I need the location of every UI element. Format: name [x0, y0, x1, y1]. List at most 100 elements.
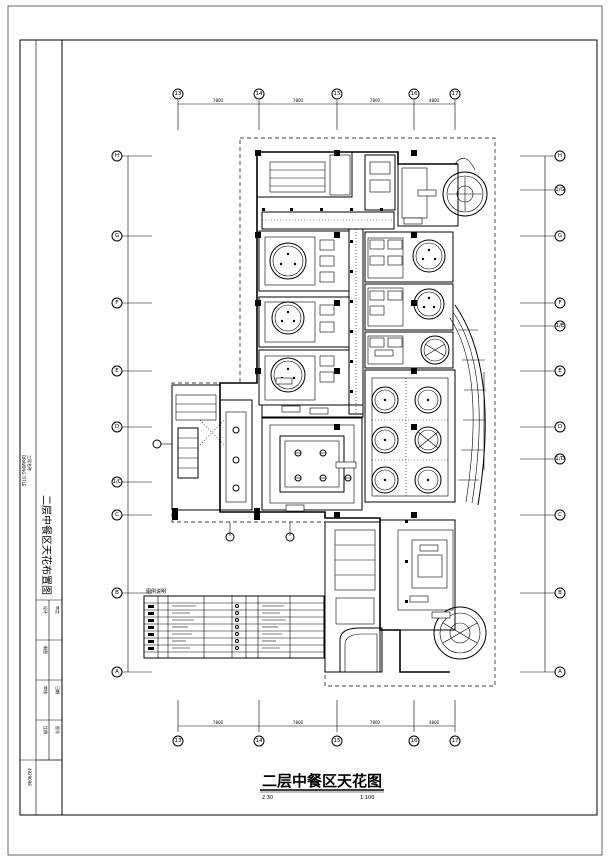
grid-bubble-icon: 14: [253, 88, 265, 100]
svg-text:7800: 7800: [370, 720, 381, 725]
grid-bubble-icon: 15: [331, 735, 343, 747]
svg-text:C: C: [115, 512, 119, 518]
ceiling-light-icon: [371, 386, 399, 414]
grid-bubble-icon: 14: [253, 735, 265, 747]
svg-text:C: C: [558, 512, 562, 518]
svg-text:7800: 7800: [213, 98, 224, 103]
svg-text:14: 14: [256, 738, 263, 744]
private-rooms-left: [258, 230, 350, 413]
left-entrance: [152, 384, 295, 542]
svg-text:13: 13: [175, 91, 182, 97]
main-dining-hall: [364, 369, 456, 503]
svg-text:15: 15: [334, 91, 341, 97]
private-rooms-right: [364, 231, 454, 369]
title-block-company-sub: DRAWING TITLE: [21, 455, 26, 487]
row-grid-bubbles: H G F E D 1/C C B A H 1/G G F 1/E E D 1/…: [111, 150, 566, 678]
grid-bubble-icon: 16: [408, 88, 420, 100]
title-block-scale: 比例: [43, 726, 49, 734]
title-block-date: 日期: [55, 686, 61, 694]
drawing-title-block: 二层中餐区天花图 2.30 1:100: [260, 772, 384, 801]
curved-facade: [449, 304, 486, 506]
central-lobby: [261, 417, 363, 512]
svg-text:G: G: [115, 233, 119, 239]
svg-text:7800: 7800: [293, 720, 304, 725]
stair-shaft: [324, 521, 381, 673]
drawing-title: 二层中餐区天花图: [262, 772, 382, 790]
svg-text:D: D: [558, 424, 562, 430]
legend-table: 图例说明: [143, 588, 325, 659]
title-block-draw: 制图: [43, 646, 49, 654]
svg-text:7800: 7800: [293, 98, 304, 103]
downlight-icon: [232, 426, 240, 434]
legend-header: 图例说明: [146, 588, 166, 595]
title-block-company: 工程名称: [27, 455, 33, 471]
svg-text:15: 15: [334, 738, 341, 744]
svg-text:E: E: [115, 368, 119, 374]
drawing-sheet-no: 2.30: [262, 795, 273, 801]
title-block: 二层中餐区天花布置图 工程名称 DRAWING TITLE 设计 制图 审核 审…: [20, 455, 62, 786]
svg-text:13: 13: [175, 738, 182, 744]
svg-text:17: 17: [452, 91, 459, 97]
title-block-sheet: 图号: [55, 726, 61, 734]
downlight-icon: [232, 456, 240, 464]
svg-text:B: B: [115, 590, 119, 596]
grid-bubble-icon: 17: [449, 735, 461, 747]
svg-text:G: G: [558, 233, 562, 239]
svg-text:17: 17: [452, 738, 459, 744]
svg-text:1/G: 1/G: [555, 187, 565, 193]
svg-text:1/C: 1/C: [112, 479, 121, 485]
top-dimension-line: 7800 7800 7800 4800: [177, 98, 456, 130]
svg-text:1/D: 1/D: [555, 456, 565, 462]
downlight-icon: [319, 474, 327, 482]
grid-bubble-icon: 15: [331, 88, 343, 100]
svg-text:4800: 4800: [429, 720, 440, 725]
downlight-icon: [232, 484, 240, 492]
column-grid-bubbles: 13 14 15 16 17 13 14 15 16 17: [172, 88, 461, 747]
grid-bubble-icon: 17: [449, 88, 461, 100]
title-block-check: 审核: [43, 686, 49, 694]
bottom-dimension-line: 7800 7800 7800 4800: [177, 700, 456, 732]
svg-text:F: F: [115, 300, 118, 306]
title-block-drawing-name: 二层中餐区天花布置图: [40, 495, 53, 595]
ceiling-light-icon: [420, 335, 450, 365]
downlight-icon: [294, 474, 302, 482]
ceiling-light-icon: [371, 426, 399, 454]
downlight-icon: [319, 449, 327, 457]
svg-text:H: H: [558, 153, 562, 159]
sheet-outer-frame: [7, 5, 603, 856]
svg-text:H: H: [115, 153, 119, 159]
top-right-round-room: [397, 157, 488, 227]
svg-text:14: 14: [256, 91, 263, 97]
ceiling-light-icon: [269, 242, 307, 280]
svg-text:A: A: [558, 669, 562, 675]
drawing-scale: 1:100: [360, 795, 374, 801]
svg-text:7800: 7800: [213, 720, 224, 725]
svg-text:7800: 7800: [370, 98, 381, 103]
ceiling-light-icon: [414, 386, 442, 414]
downlight-icon: [294, 449, 302, 457]
ceiling-light-icon: [413, 288, 445, 320]
ceiling-light-icon: [414, 426, 442, 454]
ceiling-light-icon: [414, 466, 442, 494]
sheet-inner-frame: [19, 39, 598, 816]
ceiling-light-icon: [270, 357, 306, 393]
svg-text:1/E: 1/E: [556, 323, 565, 329]
corridor: [261, 228, 364, 418]
svg-text:A: A: [115, 669, 119, 675]
bottom-right-rooms: [339, 519, 487, 673]
grid-bubble-icon: 13: [172, 735, 184, 747]
title-block-code: 4929098: [27, 768, 32, 786]
svg-text:4800: 4800: [429, 98, 440, 103]
svg-text:E: E: [558, 368, 562, 374]
svg-text:D: D: [115, 424, 119, 430]
svg-text:B: B: [558, 590, 562, 596]
columns: [255, 150, 417, 518]
grid-bubble-icon: 16: [408, 735, 420, 747]
ceiling-light-icon: [271, 301, 305, 335]
ceiling-light-icon: [371, 466, 399, 494]
title-block-design: 设计: [43, 606, 49, 614]
svg-text:F: F: [558, 300, 561, 306]
title-block-approve: 审定: [55, 606, 61, 614]
svg-text:16: 16: [411, 91, 418, 97]
